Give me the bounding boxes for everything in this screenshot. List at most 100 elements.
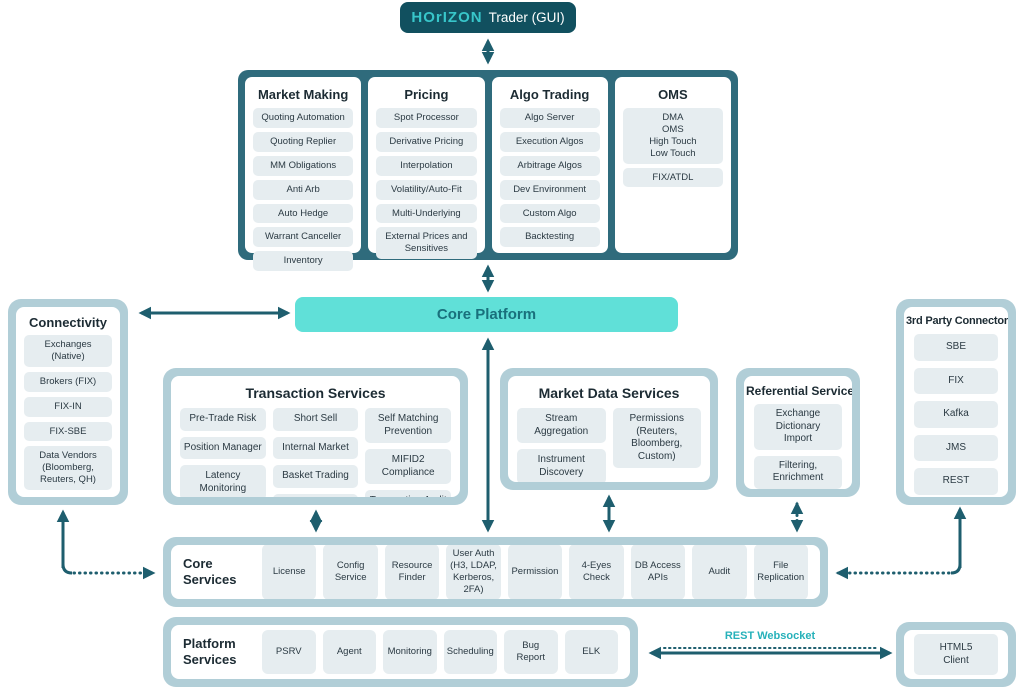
- list-item: Audit: [692, 545, 747, 599]
- list-item: Data Vendors (Bloomberg, Reuters, QH): [24, 446, 112, 490]
- core-services-label: Core Services: [183, 556, 237, 587]
- list-item: Short Sell: [272, 408, 359, 431]
- list-item: PSRV: [262, 630, 316, 674]
- connectivity-box: Connectivity Exchanges (Native) Brokers (…: [8, 299, 128, 505]
- list-item: Spot Processor: [376, 108, 477, 128]
- list-item: DMA OMS High Touch Low Touch: [622, 108, 723, 164]
- list-item: Latency Monitoring: [180, 465, 266, 497]
- module-title: OMS: [658, 87, 688, 102]
- list-item: Scheduling: [443, 630, 497, 674]
- list-item: Self Matching Prevention: [365, 408, 452, 443]
- list-item: ELK: [564, 630, 618, 674]
- list-item: Custom Algo: [499, 203, 600, 224]
- list-item: MIFID2 Compliance: [365, 449, 452, 484]
- list-item: External Prices and Sensitives: [376, 227, 477, 260]
- list-item: Anti Arb: [253, 179, 354, 200]
- list-item: JMS: [914, 434, 998, 461]
- gui-header-title: Trader (GUI): [488, 10, 565, 25]
- third-party-title: 3rd Party Connectors: [906, 315, 1008, 327]
- list-item: Monitoring: [383, 630, 437, 674]
- horizon-logo: HOrIZON: [411, 9, 483, 26]
- arrow-thirdparty-elbow-corner: [950, 563, 962, 575]
- list-item: 4-Eyes Check: [569, 545, 624, 599]
- list-item: Algo Server: [499, 108, 600, 128]
- list-item: Arbitrage Algos: [499, 155, 600, 176]
- module-title: Algo Trading: [509, 87, 590, 102]
- list-item: Permission: [507, 545, 563, 599]
- list-item: FIX-IN: [24, 396, 112, 417]
- html5-client-inner: HTML5 Client: [904, 630, 1008, 679]
- list-item: FIX: [914, 367, 998, 394]
- module-title: Market Making: [257, 87, 349, 102]
- platform-services-label: Platform Services: [183, 636, 237, 667]
- transaction-services-title: Transaction Services: [245, 385, 386, 401]
- list-item: Order Routing: [272, 493, 359, 497]
- list-item: Instrument Discovery: [517, 449, 606, 482]
- list-item: Exchange Dictionary Import: [754, 404, 842, 450]
- list-item: Resource Finder: [384, 545, 440, 599]
- list-item: MM Obligations: [253, 155, 354, 176]
- list-item: Filtering, Enrichment: [754, 455, 842, 489]
- list-item: Auto Hedge: [253, 203, 354, 224]
- gui-header: HOrIZON Trader (GUI): [400, 2, 576, 33]
- html5-client-box: HTML5 Client: [896, 622, 1016, 687]
- market-data-col-2: Permissions (Reuters, Bloomberg, Custom): [612, 408, 701, 468]
- list-item: Quoting Replier: [253, 131, 354, 152]
- list-item: User Auth (H3, LDAP, Kerberos, 2FA): [446, 545, 501, 599]
- list-item: Agent: [322, 630, 376, 674]
- list-item: Quoting Automation: [253, 108, 354, 128]
- connectivity-inner: Connectivity Exchanges (Native) Brokers (…: [16, 307, 120, 497]
- list-item: Derivative Pricing: [376, 131, 477, 152]
- html5-client-item: HTML5 Client: [914, 634, 998, 675]
- list-item: Execution Algos: [499, 131, 600, 152]
- list-item: Config Service: [323, 545, 378, 599]
- arrow-connectivity-elbow-corner: [61, 563, 73, 575]
- module-title: Pricing: [404, 87, 449, 102]
- list-item: Internal Market: [272, 436, 359, 459]
- list-item: Position Manager: [180, 436, 266, 459]
- list-item: Dev Environment: [499, 179, 600, 200]
- list-item: FIX-SBE: [24, 421, 112, 442]
- list-item: Brokers (FIX): [24, 371, 112, 392]
- list-item: Backtesting: [499, 227, 600, 248]
- list-item: Transaction Audit: [365, 490, 452, 497]
- list-item: FIX/ATDL: [622, 167, 723, 188]
- list-item: Basket Trading: [272, 465, 359, 488]
- list-item: REST: [914, 468, 998, 495]
- list-item: Bug Report: [504, 630, 558, 674]
- connectivity-title: Connectivity: [28, 315, 107, 330]
- list-item: Warrant Canceller: [253, 227, 354, 248]
- referential-services-title: Referential Services: [746, 384, 852, 398]
- list-item: Exchanges (Native): [24, 335, 112, 367]
- market-data-services-title: Market Data Services: [538, 385, 680, 401]
- list-item: Stream Aggregation: [517, 408, 606, 443]
- referential-services-inner: Referential Services Exchange Dictionary…: [744, 376, 852, 489]
- list-item: Inventory: [253, 251, 354, 272]
- referential-services-box: Referential Services Exchange Dictionary…: [736, 368, 860, 497]
